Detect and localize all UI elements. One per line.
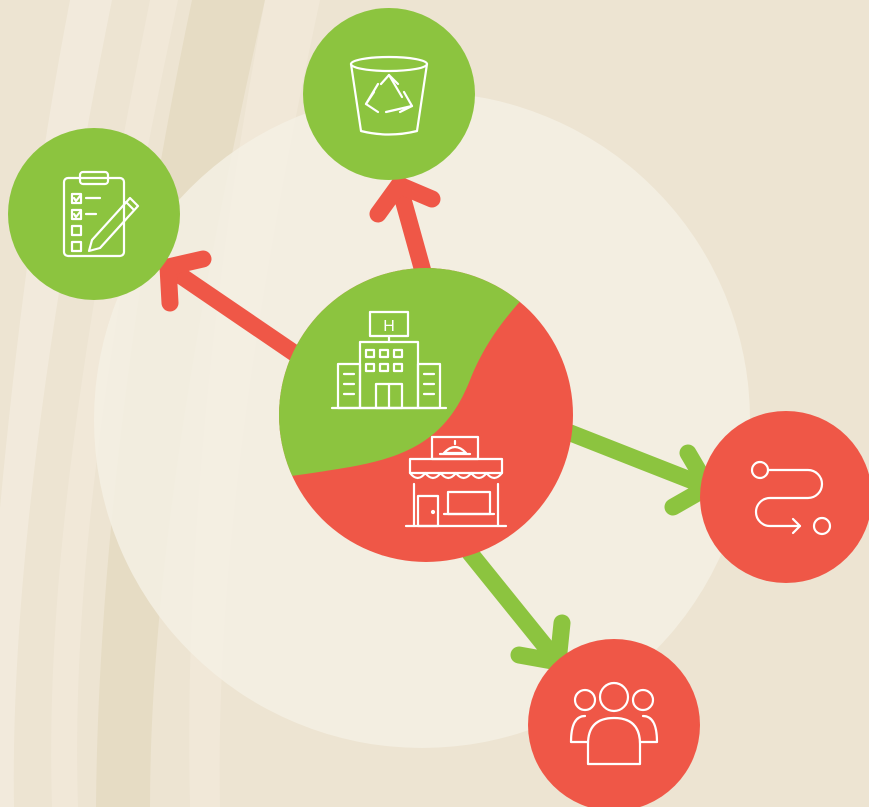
clipboard-checklist-icon — [62, 170, 140, 258]
restaurant-storefront-icon — [404, 435, 508, 528]
satellite-nodes — [8, 8, 869, 807]
route-path-icon — [750, 460, 832, 536]
recycle-bin-node — [303, 8, 475, 180]
center-node: H — [279, 268, 573, 562]
route-node — [700, 411, 869, 583]
hotel-icon — [330, 310, 448, 410]
arrow-to-recycle-bin — [369, 176, 441, 284]
recycle-bin-icon — [349, 55, 429, 136]
hotel-sign-letter: H — [383, 318, 395, 335]
checklist-node — [8, 128, 180, 300]
background-stripe — [51, 0, 179, 807]
arrow-to-checklist — [159, 250, 309, 366]
center-green-half — [279, 268, 560, 480]
community-group-icon — [569, 681, 659, 766]
arrows — [159, 176, 717, 671]
community-node — [528, 639, 700, 807]
